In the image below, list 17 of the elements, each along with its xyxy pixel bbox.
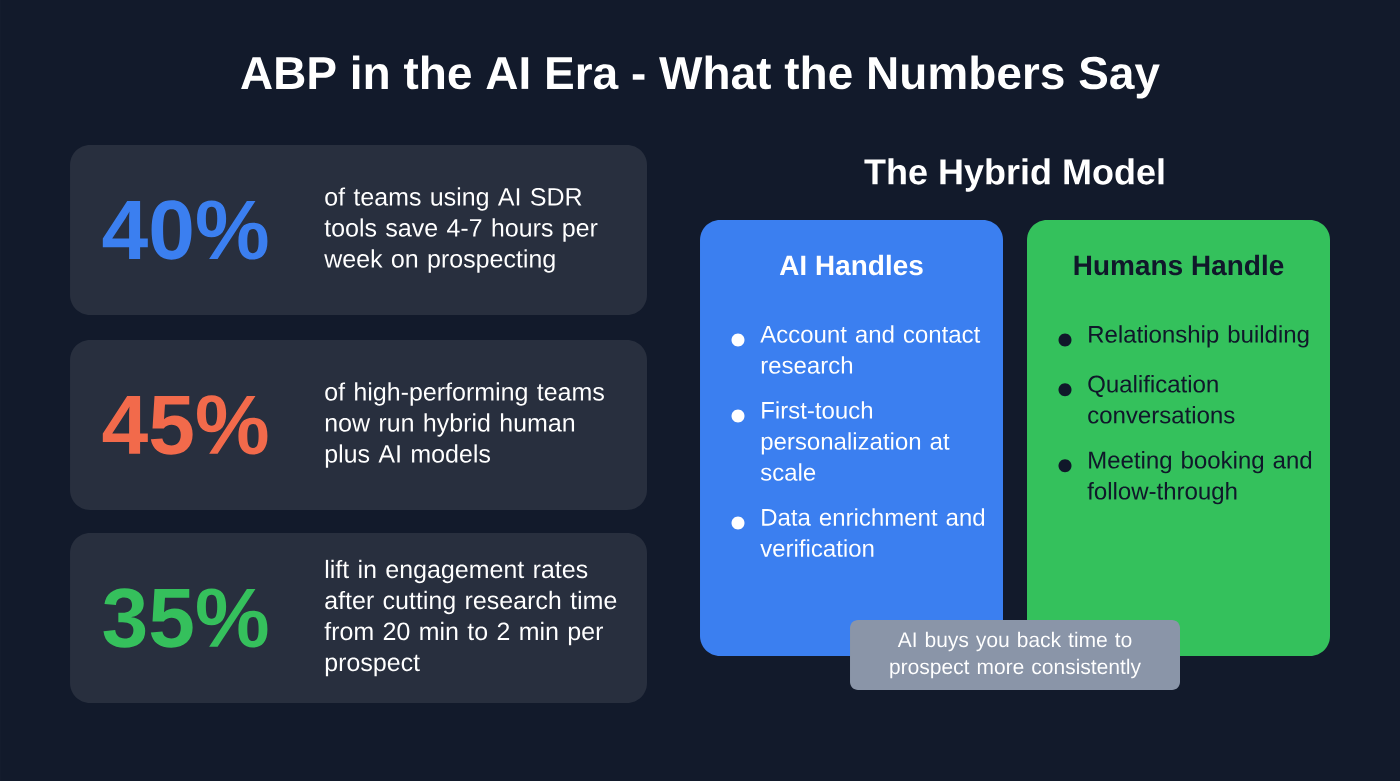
stat-description: of teams using AI SDR tools save 4-7 hours per week on prospecting — [324, 187, 598, 273]
bullet-item: First-touch personalization at scale — [760, 401, 950, 481]
bullet-item: Meeting booking and follow-through — [1087, 451, 1312, 505]
bullet-item: Qualification conversations — [1088, 374, 1235, 424]
bullet-item: Account and contact research — [760, 325, 981, 374]
bullet-item: Relationship building — [1089, 325, 1309, 348]
stat-number: 45% — [102, 395, 268, 455]
title: ABP in the AI Era - What the Numbers Say — [241, 55, 1160, 99]
section-heading: The Hybrid Model — [864, 158, 1164, 192]
panel-heading: AI Handles — [779, 254, 923, 276]
stat-number: 35% — [103, 588, 268, 648]
stat-description: lift in engagement rates after cutting research time from 20 min to 2 min per prospect — [324, 559, 617, 677]
stat-description: of high-performing teams now run hybrid human plus AI models — [325, 382, 604, 468]
bullet-item: Data enrichment and verification — [760, 508, 985, 557]
stat-number: 40% — [102, 200, 268, 260]
panel-heading: Humans Handle — [1074, 254, 1284, 276]
note-box: AI buys you back time to prospect more consistently — [850, 620, 1180, 690]
